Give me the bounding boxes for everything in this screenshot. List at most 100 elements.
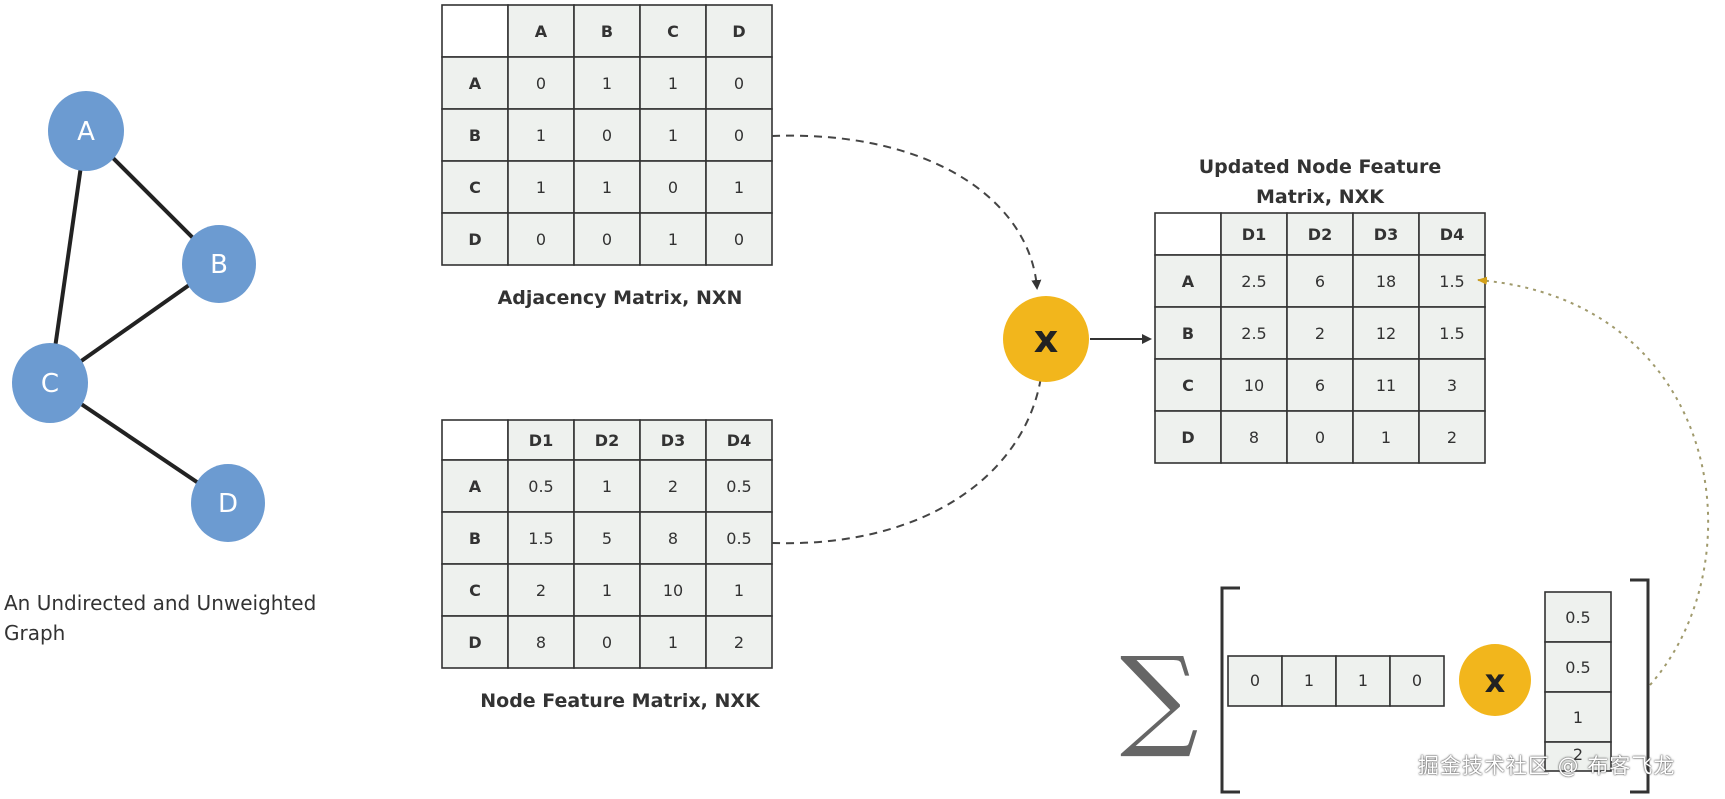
cell-value: 2 — [668, 477, 678, 496]
column-vector-cell — [1544, 641, 1612, 693]
column-header: D3 — [1374, 225, 1398, 244]
cell-value: 0.5 — [726, 477, 751, 496]
adjacency-to-multiply-arrow — [771, 134, 1042, 290]
graph-node-label: C — [41, 369, 59, 399]
cell-value: 0 — [602, 633, 612, 652]
cell-value: 0 — [536, 230, 546, 249]
table-cell — [573, 615, 641, 669]
updated-caption-line2: Matrix, NXK — [1255, 186, 1385, 208]
row-vector-value: 0 — [1250, 671, 1260, 690]
cell-value: 2 — [536, 581, 546, 600]
updated-caption-line1: Updated Node Feature — [1198, 156, 1442, 178]
row-header: A — [469, 477, 482, 496]
table-cell — [573, 108, 641, 162]
column-header: C — [667, 22, 679, 41]
cell-value: 1 — [536, 178, 546, 197]
table-cell — [1220, 254, 1288, 308]
row-header: A — [1182, 272, 1195, 291]
column-vector: 0.50.512 — [1544, 591, 1612, 772]
cell-value: 6 — [1315, 272, 1325, 291]
multiply-operator: x — [1003, 296, 1089, 382]
table-cell — [1418, 410, 1486, 464]
table-cell — [573, 459, 641, 513]
cell-value: 0 — [536, 74, 546, 93]
cell-value: 0 — [734, 230, 744, 249]
row-header: B — [1182, 324, 1194, 343]
table-cell — [1154, 254, 1222, 308]
graph-node-d: D — [191, 464, 265, 542]
cell-value: 1 — [668, 74, 678, 93]
row-header: C — [1182, 376, 1194, 395]
cell-value: 2.5 — [1241, 324, 1266, 343]
table-cell — [573, 4, 641, 58]
sum-to-updated-cell-arrow — [1477, 276, 1710, 686]
cell-value: 0 — [1315, 428, 1325, 447]
graph-caption-line2: Graph — [4, 621, 66, 645]
column-vector-cell — [1544, 741, 1612, 772]
cell-value: 6 — [1315, 376, 1325, 395]
small-multiply-symbol: x — [1485, 662, 1506, 700]
row-vector-cell — [1227, 655, 1283, 707]
row-header: C — [469, 581, 481, 600]
table-cell — [1352, 358, 1420, 412]
cell-value: 1 — [668, 230, 678, 249]
table-cell — [1154, 306, 1222, 360]
cell-value: 1 — [734, 178, 744, 197]
left-bracket — [1220, 586, 1240, 794]
table-cell — [705, 511, 773, 565]
table-cell — [441, 108, 509, 162]
cell-value: 18 — [1376, 272, 1396, 291]
table-cell — [705, 419, 773, 461]
row-header: A — [469, 74, 482, 93]
table-cell — [639, 108, 707, 162]
row-vector-value: 1 — [1304, 671, 1314, 690]
table-cell — [1220, 306, 1288, 360]
cell-value: 0 — [602, 126, 612, 145]
table-cell — [441, 563, 509, 617]
cell-value: 1 — [1381, 428, 1391, 447]
cell-value: 1.5 — [1439, 272, 1464, 291]
row-header: C — [469, 178, 481, 197]
small-multiply-operator: x — [1459, 644, 1531, 716]
table-cell — [705, 459, 773, 513]
table-cell — [441, 511, 509, 565]
table-cell — [573, 212, 641, 266]
updated-caption: Updated Node Feature Matrix, NXK — [1140, 152, 1500, 212]
column-header: A — [535, 22, 548, 41]
graph-node-c: C — [12, 343, 88, 423]
right-bracket — [1630, 578, 1650, 794]
row-header: D — [1181, 428, 1194, 447]
table-cell — [1352, 306, 1420, 360]
row-header: D — [468, 633, 481, 652]
cell-value: 11 — [1376, 376, 1396, 395]
table-cell — [573, 511, 641, 565]
cell-value: 1 — [668, 126, 678, 145]
sigma-symbol: ∑ — [1120, 633, 1199, 761]
adjacency-caption: Adjacency Matrix, NXN — [497, 287, 743, 309]
graph-edge-a-c — [48, 130, 88, 384]
table-cell — [639, 563, 707, 617]
cell-value: 1 — [602, 581, 612, 600]
table-cell — [705, 160, 773, 214]
table-cell — [1352, 212, 1420, 256]
cell-value: 0 — [734, 74, 744, 93]
graph-node-label: D — [218, 489, 238, 519]
table-cell — [507, 4, 575, 58]
table-corner-cell — [441, 4, 509, 58]
graph-caption: An Undirected and Unweighted Graph — [4, 588, 334, 648]
cell-value: 1 — [602, 477, 612, 496]
column-header: D1 — [529, 431, 553, 450]
table-cell — [1418, 358, 1486, 412]
row-header: B — [469, 529, 481, 548]
graph-node-label: A — [77, 117, 95, 147]
column-header: D1 — [1242, 225, 1266, 244]
table-cell — [705, 4, 773, 58]
table-cell — [1220, 410, 1288, 464]
table-cell — [507, 419, 575, 461]
cell-value: 1.5 — [1439, 324, 1464, 343]
cell-value: 0.5 — [726, 529, 751, 548]
table-cell — [441, 615, 509, 669]
